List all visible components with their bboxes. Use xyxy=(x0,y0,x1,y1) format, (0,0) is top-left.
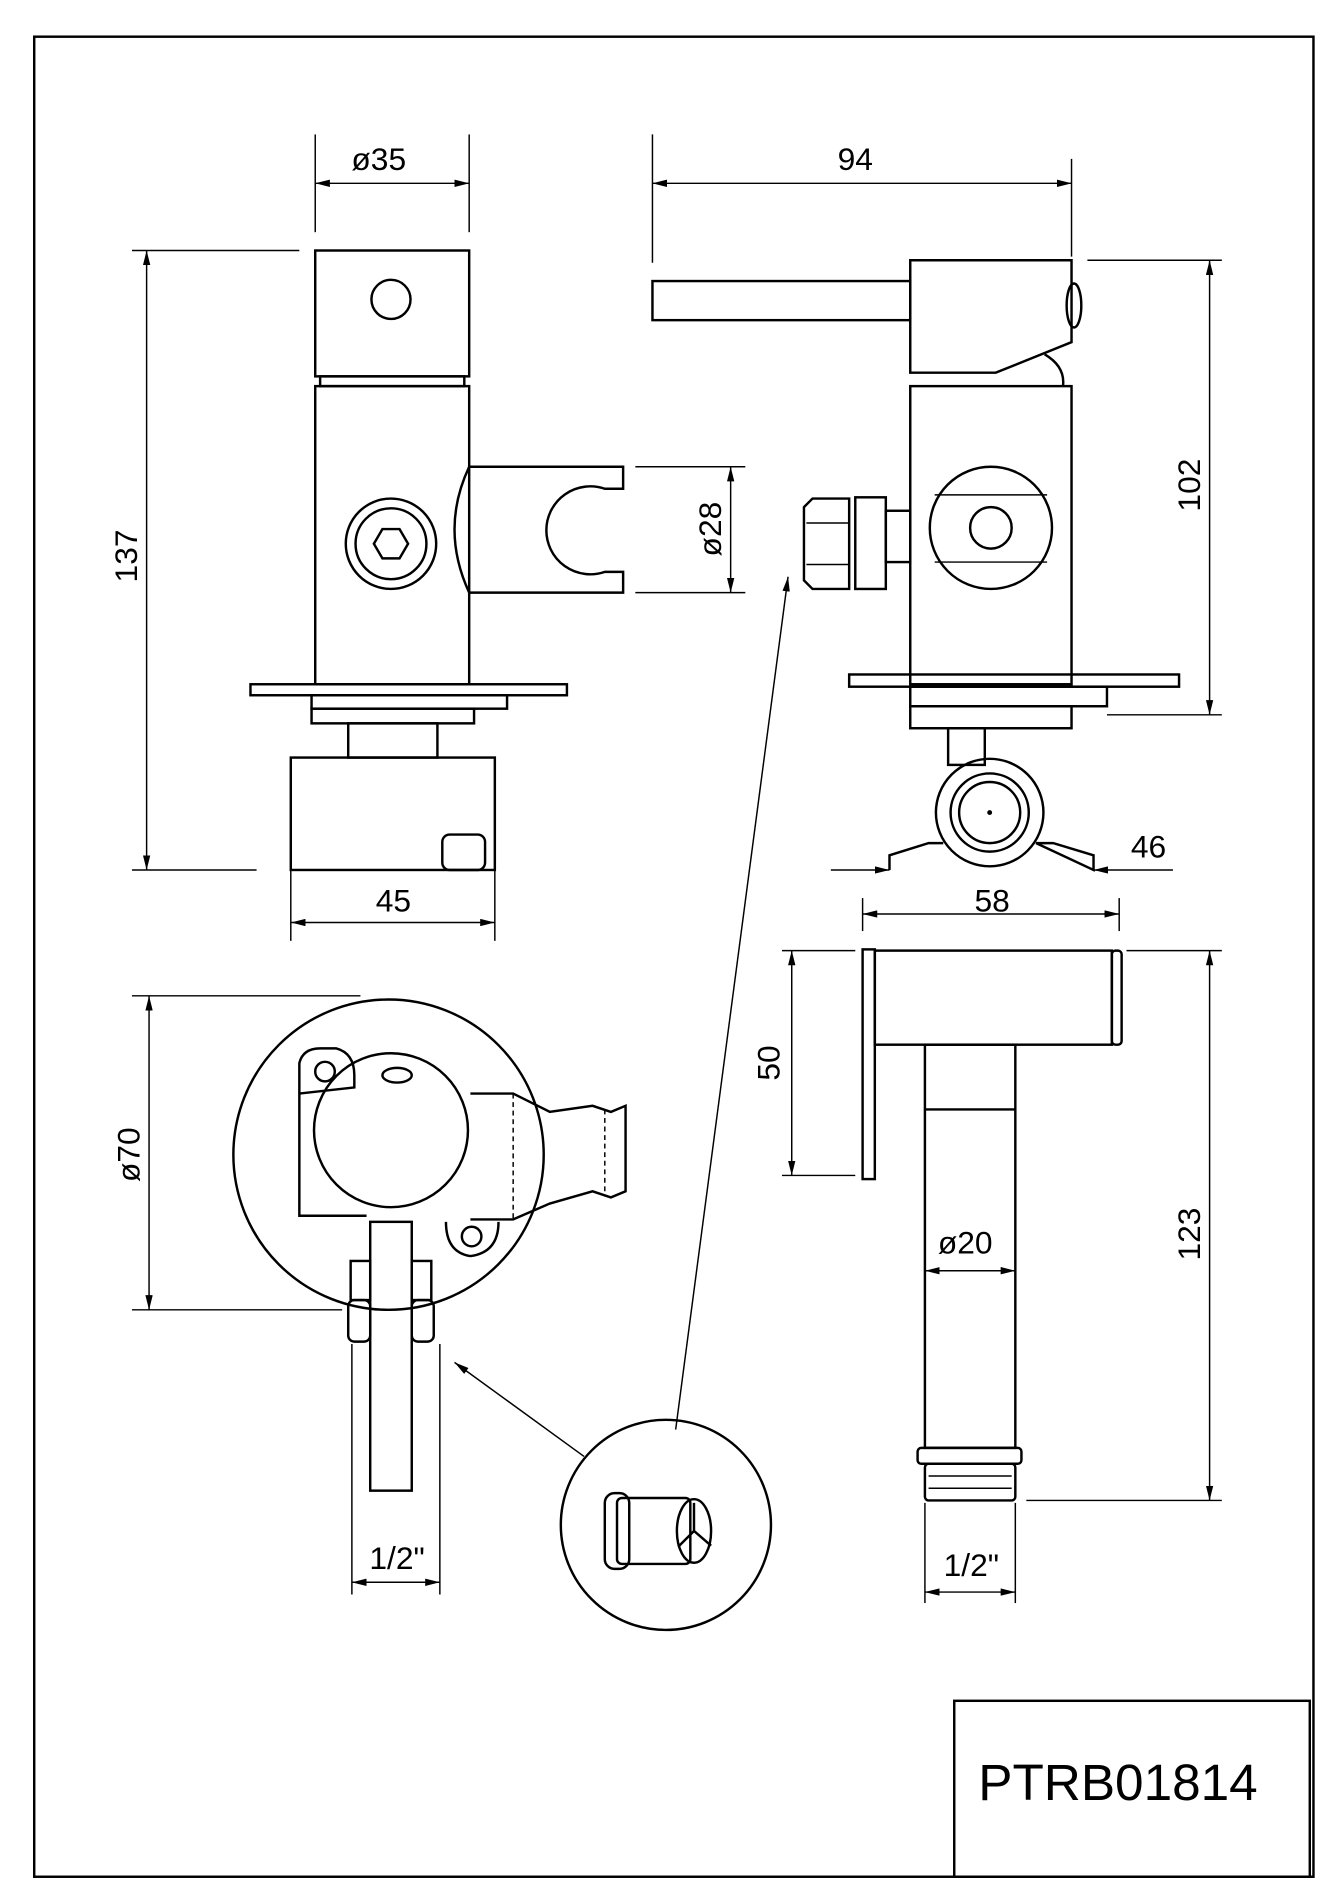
holder-view: 50 123 ø20 1/2" xyxy=(751,948,1222,1604)
rear-view: ø70 1/2" xyxy=(110,995,627,1595)
title-block: PTRB01814 xyxy=(953,1699,1312,1878)
dim-diameter-70: ø70 xyxy=(110,1127,146,1182)
drawing-border xyxy=(32,35,1315,1878)
dim-height-50: 50 xyxy=(751,1045,787,1080)
dim-diameter-28: ø28 xyxy=(692,502,728,557)
dim-height-137: 137 xyxy=(108,529,144,582)
dim-thread-right: 1/2" xyxy=(944,1547,999,1583)
dim-height-123: 123 xyxy=(1171,1208,1207,1261)
dim-base-46: 46 xyxy=(1131,829,1166,865)
dim-length-94: 94 xyxy=(838,141,873,177)
dim-diameter-35: ø35 xyxy=(351,141,406,177)
product-code: PTRB01814 xyxy=(978,1754,1257,1811)
dim-height-102: 102 xyxy=(1171,459,1207,512)
side-view: 94 102 46 58 xyxy=(651,134,1222,932)
dim-width-45: 45 xyxy=(376,883,411,919)
detail-callout xyxy=(454,576,790,1632)
dim-thread-left: 1/2" xyxy=(369,1540,424,1576)
front-view: ø35 137 45 ø28 xyxy=(108,134,746,941)
dim-width-58: 58 xyxy=(974,883,1009,919)
dim-diameter-20: ø20 xyxy=(938,1225,993,1261)
